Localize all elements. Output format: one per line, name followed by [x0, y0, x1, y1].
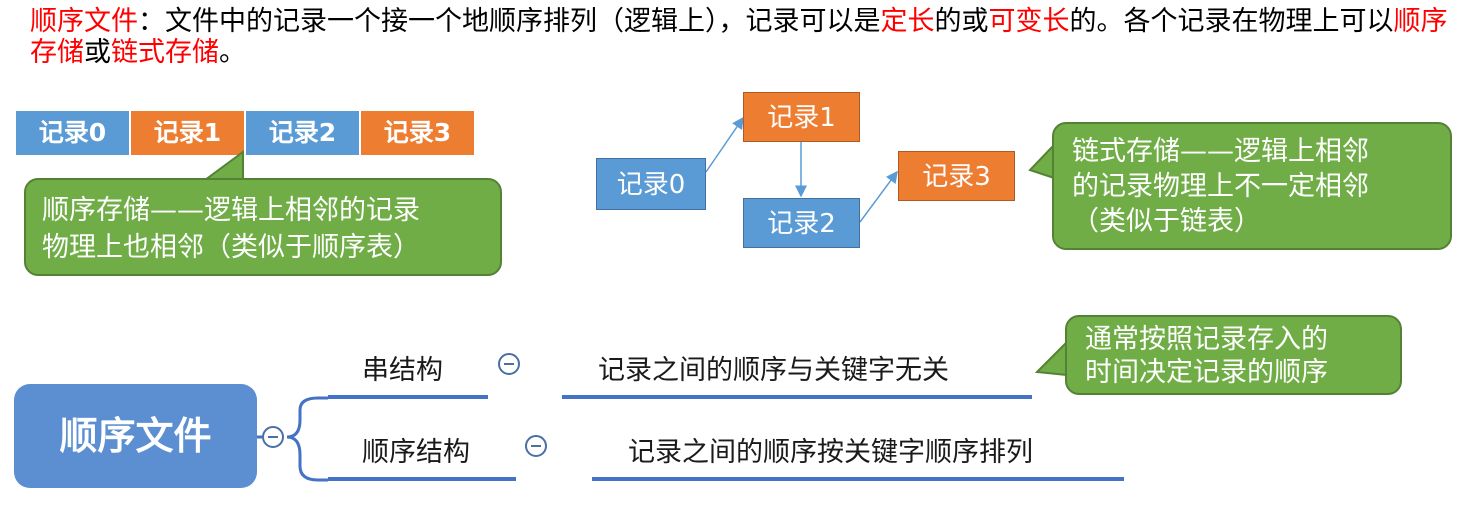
note-line1: 通常按照记录存入的 — [1085, 324, 1328, 355]
callout-tail-note — [1034, 339, 1068, 377]
seq-record-2: 记录2 — [246, 111, 359, 155]
seq-record-1: 记录1 — [131, 111, 244, 155]
branch-connector-2 — [286, 435, 328, 482]
term-variable-length: 可变长 — [988, 6, 1070, 37]
branch-collapse-icon-chain[interactable] — [498, 353, 520, 375]
callout-tail-seq — [201, 150, 244, 181]
detail-underline-sequential — [592, 477, 1124, 481]
branch-underline-chain — [328, 395, 488, 399]
callout-seq-line2: 物理上也相邻（类似于顺序表） — [42, 232, 420, 263]
linked-record-0: 记录0 — [596, 158, 706, 210]
arrow-r0-r1 — [705, 116, 744, 173]
seq-record-0: 记录0 — [16, 111, 129, 155]
branch-detail-chain: 记录之间的顺序与关键字无关 — [598, 355, 949, 386]
root-collapse-icon[interactable] — [262, 426, 284, 448]
branch-connector-1 — [286, 396, 328, 439]
callout-note: 通常按照记录存入的 时间决定记录的顺序 — [1065, 315, 1402, 395]
branch-detail-sequential: 记录之间的顺序按关键字顺序排列 — [628, 437, 1033, 468]
branch-collapse-icon-sequential[interactable] — [525, 435, 547, 457]
callout-linked-line2: 的记录物理上不一定相邻 — [1072, 171, 1369, 202]
seq-record-3: 记录3 — [361, 111, 474, 155]
term-sequential-file: 顺序文件 — [30, 6, 138, 37]
branch-label-sequential: 顺序结构 — [362, 437, 470, 468]
callout-linked-line3: （类似于链表） — [1072, 206, 1261, 237]
term-fixed-length: 定长 — [880, 6, 935, 37]
callout-tail-linked — [1028, 142, 1055, 180]
callout-sequential-storage: 顺序存储——逻辑上相邻的记录 物理上也相邻（类似于顺序表） — [24, 178, 502, 276]
branch-underline-sequential — [328, 477, 516, 481]
note-line2: 时间决定记录的顺序 — [1085, 357, 1328, 388]
term-linked-storage: 链式存储 — [111, 37, 219, 68]
mindmap-root: 顺序文件 — [14, 384, 257, 488]
intro-paragraph: 顺序文件：文件中的记录一个接一个地顺序排列（逻辑上），记录可以是定长的或可变长的… — [30, 6, 1448, 68]
linked-record-2: 记录2 — [743, 198, 860, 248]
callout-seq-line1: 顺序存储——逻辑上相邻的记录 — [42, 195, 420, 226]
linked-record-3: 记录3 — [898, 151, 1015, 201]
callout-linked-storage: 链式存储——逻辑上相邻 的记录物理上不一定相邻 （类似于链表） — [1052, 122, 1452, 250]
sequential-record-bar: 记录0 记录1 记录2 记录3 — [16, 111, 474, 155]
detail-underline-chain — [562, 395, 1032, 399]
callout-linked-line1: 链式存储——逻辑上相邻 — [1072, 136, 1369, 167]
linked-record-1: 记录1 — [743, 92, 860, 142]
term-sequential-storage: 顺序存储 — [30, 6, 1448, 68]
branch-label-chain: 串结构 — [362, 355, 443, 386]
arrow-r2-r3 — [859, 170, 898, 223]
